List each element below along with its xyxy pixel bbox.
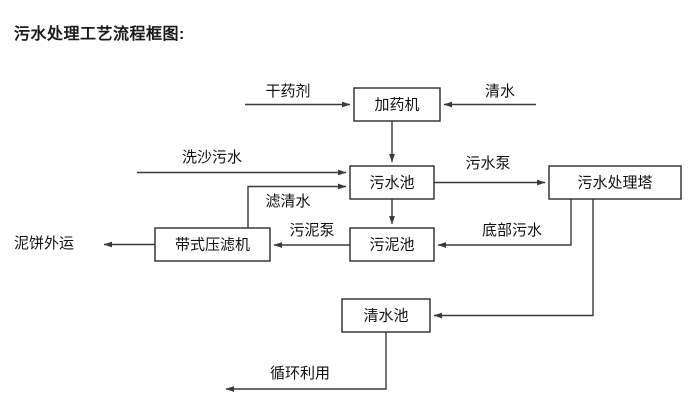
edge-label-clear-water: 清水 bbox=[485, 83, 515, 100]
edge-label-sludge-pump: 污泥泵 bbox=[289, 222, 334, 239]
edge-label-filtrate: 滤清水 bbox=[265, 193, 310, 210]
node-belt-filter-press-label: 带式压滤机 bbox=[175, 236, 250, 253]
edge-wash-sewage-to-pool: 洗沙污水 bbox=[137, 149, 347, 176]
node-sewage-pool[interactable]: 污水池 bbox=[349, 165, 435, 200]
node-treatment-tower-box[interactable] bbox=[548, 165, 682, 200]
edge-label-sewage-pump: 污水泵 bbox=[465, 155, 510, 172]
node-treatment-tower[interactable]: 污水处理塔 bbox=[548, 165, 682, 200]
node-sludge-pool[interactable]: 污泥池 bbox=[349, 227, 435, 262]
node-treatment-tower-label: 污水处理塔 bbox=[577, 174, 652, 191]
node-dosing-machine[interactable]: 加药机 bbox=[353, 87, 441, 122]
node-clean-water-pool-label: 清水池 bbox=[363, 307, 408, 324]
edge-tower-to-clean-pool bbox=[433, 199, 594, 319]
edge-dry-agent-to-dosing: 干药剂 bbox=[245, 83, 351, 108]
page-title: 污水处理工艺流程框图: bbox=[14, 26, 185, 43]
edge-label-dry-agent: 干药剂 bbox=[265, 83, 310, 100]
edge-label-bottom-sewage: 底部污水 bbox=[482, 222, 542, 239]
node-clean-water-pool-box[interactable] bbox=[341, 298, 431, 333]
edge-bottom-sewage-to-sludge-pool: 底部污水 bbox=[437, 199, 572, 248]
edge-label-wash-sewage: 洗沙污水 bbox=[182, 149, 242, 166]
node-dosing-machine-label: 加药机 bbox=[374, 96, 419, 113]
node-sewage-pool-label: 污水池 bbox=[369, 174, 414, 191]
node-belt-filter-press[interactable]: 带式压滤机 bbox=[154, 227, 271, 262]
node-sludge-pool-box[interactable] bbox=[349, 227, 435, 262]
edge-sludge-pump-to-belt-press: 污泥泵 bbox=[273, 222, 350, 248]
node-sewage-pool-box[interactable] bbox=[349, 165, 435, 200]
terminal-label-mud-cake: 泥饼外运 bbox=[14, 235, 74, 252]
edge-sewage-pump-to-tower: 污水泵 bbox=[434, 155, 546, 186]
node-sludge-pool-label: 污泥池 bbox=[369, 236, 414, 253]
edge-filtrate-to-sewage-pool: 滤清水 bbox=[247, 183, 347, 228]
node-belt-filter-press-box[interactable] bbox=[154, 227, 271, 262]
node-dosing-machine-box[interactable] bbox=[353, 87, 441, 122]
edge-clean-pool-recycle: 循环利用 bbox=[225, 332, 387, 392]
edge-clear-water-to-dosing: 清水 bbox=[443, 83, 536, 108]
edge-label-recycle: 循环利用 bbox=[270, 365, 330, 382]
node-clean-water-pool[interactable]: 清水池 bbox=[341, 298, 431, 333]
